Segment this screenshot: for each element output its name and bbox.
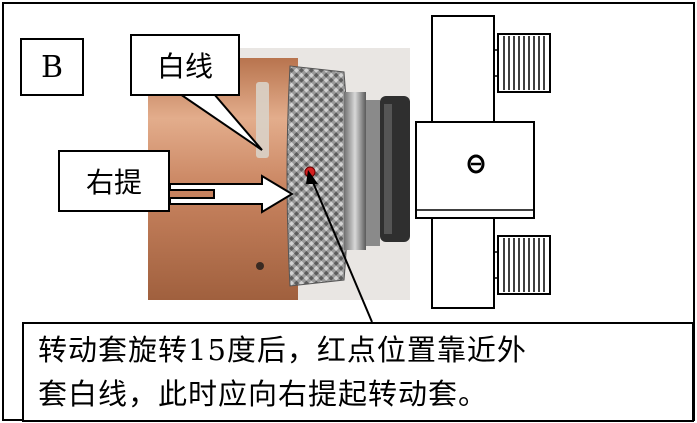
white-line-mark	[256, 82, 269, 158]
body-screw	[256, 262, 264, 270]
knurled-sleeve	[286, 65, 349, 287]
adjust-screw	[467, 154, 485, 174]
metal-collar	[344, 92, 366, 250]
red-dot	[304, 166, 316, 178]
lift-right-label: 右提	[58, 150, 170, 212]
mechanism-drawing	[415, 15, 551, 309]
caption-line-2: 套白线，此时应向右提起转动套。	[38, 377, 489, 411]
white-line-label: 白线	[130, 34, 240, 96]
caption-box: 转动套旋转15度后，红点位置靠近外 套白线，此时应向右提起转动套。	[22, 322, 694, 422]
panel-letter-label: B	[20, 38, 84, 96]
caption-line-1: 转动套旋转15度后，红点位置靠近外	[38, 333, 527, 367]
